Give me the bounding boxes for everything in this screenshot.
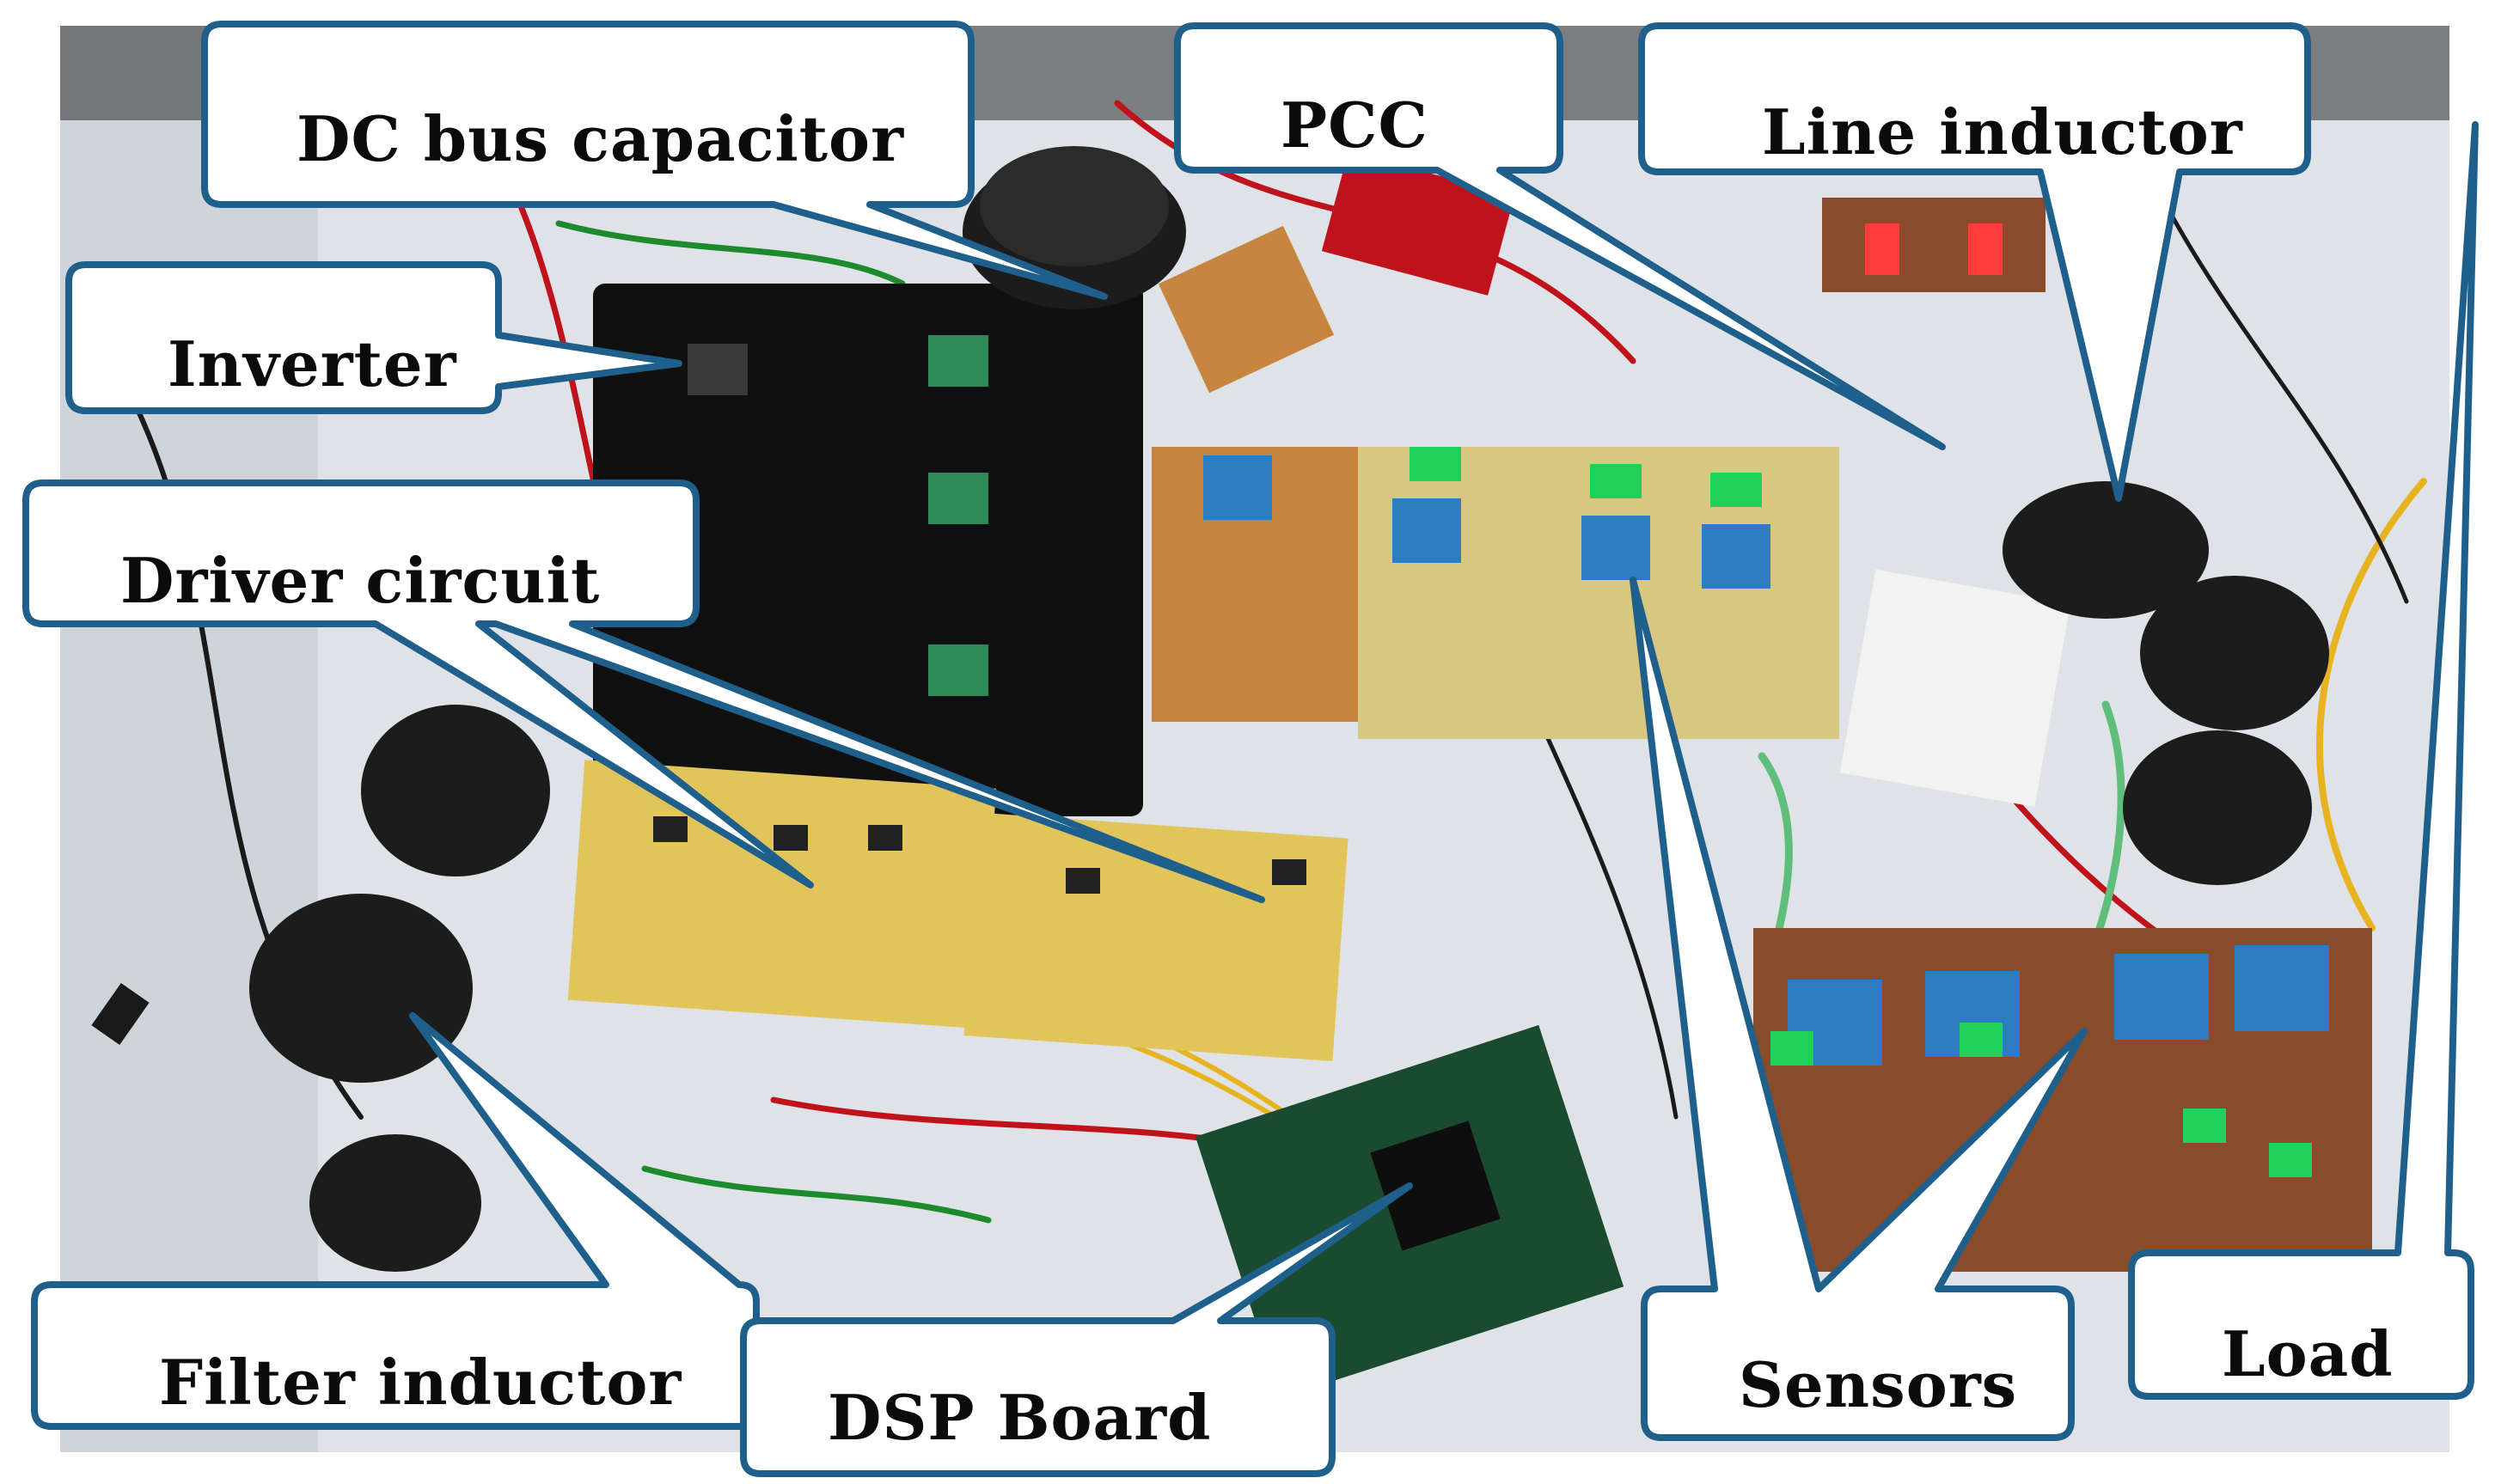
red-connector (1865, 223, 1899, 275)
filter-inductor (249, 894, 473, 1083)
label-filter-inductor: Filter inductor (159, 1346, 682, 1419)
terminal-block (1590, 464, 1642, 498)
wire-green (2093, 700, 2125, 941)
line-inductor (2123, 730, 2312, 885)
filter-inductor (309, 1134, 481, 1272)
load-box (1839, 569, 2071, 808)
driver-board (963, 812, 1348, 1062)
line-inductor (2140, 576, 2329, 730)
sensor-chip (2235, 945, 2329, 1031)
inverter-mosfet (688, 344, 748, 395)
callout-line-inductor (1638, 22, 2311, 502)
line-inductor-plate (1822, 198, 2046, 292)
inverter-mosfet (928, 473, 988, 524)
bench-shadow-left (60, 26, 318, 1452)
callout-pcc (1174, 22, 1946, 450)
callout-sensors (1630, 577, 2088, 1441)
sensor-chip (1581, 516, 1650, 580)
callout-driver-circuit (22, 479, 1265, 903)
inverter-mosfet (928, 335, 988, 387)
label-load: Load (2222, 1317, 2394, 1390)
label-inverter: Inverter (168, 327, 457, 400)
driver-board (567, 760, 997, 1029)
callout-inverter (65, 261, 682, 414)
callout-dsp-board (740, 1182, 1413, 1477)
filter-inductor (361, 705, 550, 876)
driver-ic (868, 825, 902, 851)
dc-bus-capacitor-top (980, 146, 1169, 266)
sensor-chip (1702, 524, 1770, 589)
sensor-chip (2114, 954, 2209, 1040)
usb-plug (91, 982, 150, 1046)
terminal-block (2183, 1108, 2226, 1143)
wire-green (555, 220, 906, 287)
terminal-block (1960, 1023, 2003, 1057)
driver-ic (1066, 868, 1100, 894)
label-line-inductor: Line inductor (1762, 95, 2243, 168)
driver-ic (1272, 859, 1306, 885)
dsp-socket (1370, 1121, 1501, 1251)
callouts (22, 21, 2479, 1477)
terminal-block (1710, 473, 1762, 507)
red-connector (1968, 223, 2003, 275)
label-dsp-board: DSP Board (828, 1381, 1212, 1454)
sensor-chip (1392, 498, 1461, 563)
label-driver-circuit: Driver circuit (120, 544, 601, 617)
wire-yellow (2316, 478, 2427, 931)
wire-black (2146, 169, 2409, 604)
label-dc-bus-capacitor: DC bus capacitor (297, 102, 904, 175)
callout-dc-bus-capacitor (201, 21, 1108, 300)
label-pcc: PCC (1281, 89, 1428, 162)
wire-green (641, 1165, 992, 1224)
line-inductor (2003, 481, 2209, 619)
inverter-board (593, 284, 1143, 816)
pcc-board (1158, 225, 1335, 394)
terminal-block (2269, 1143, 2312, 1177)
driver-ic (774, 825, 808, 851)
callout-load (2128, 121, 2479, 1400)
sensor-chip (1203, 455, 1272, 520)
callout-filter-inductor (31, 1012, 760, 1430)
driver-ic (653, 816, 688, 842)
terminal-block (1410, 447, 1461, 481)
inverter-mosfet (928, 644, 988, 696)
label-sensors: Sensors (1739, 1348, 2018, 1421)
terminal-block (1770, 1031, 1813, 1066)
